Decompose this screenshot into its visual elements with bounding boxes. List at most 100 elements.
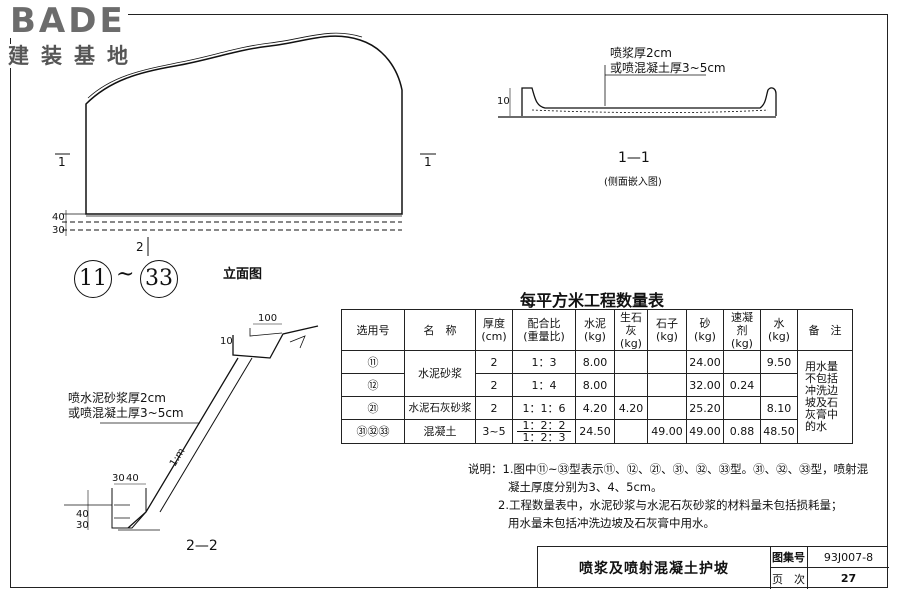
cell-name: 水泥砂浆 — [404, 350, 476, 397]
cell-ratio: 1：1：6 — [512, 396, 576, 420]
type-range-start: 11 — [74, 260, 112, 298]
table-header-row: 选用号 名 称 厚度 (cm) 配合比 (重量比) 水泥 (kg) 生石 灰 (… — [341, 309, 853, 351]
section-mark-right: 1 — [424, 155, 432, 169]
cell-stone — [647, 350, 687, 374]
page-label: 页 次 — [770, 568, 808, 589]
cell-ratio: 1：3 — [512, 350, 576, 374]
title-block: 喷浆及喷射混凝土护坡 图集号 93J007-8 页 次 27 — [537, 546, 889, 589]
section-2-2-title: 2—2 — [186, 538, 218, 554]
cell-ratio: 1：4 — [512, 373, 576, 397]
elevation-dim-40: 40 — [52, 212, 65, 223]
section-2-2-note-1: 喷水泥砂浆厚2cm — [68, 391, 166, 405]
section-2-2-top — [232, 325, 319, 359]
cell-cement: 8.00 — [575, 373, 615, 397]
ratio-line-1: 1：2：2 — [517, 420, 571, 432]
header-id: 选用号 — [341, 309, 405, 351]
cell-accelerator: 0.24 — [723, 373, 761, 397]
cell-accelerator: 0.88 — [723, 419, 761, 444]
brand-logo: BADE — [8, 1, 128, 41]
section-1-1 — [498, 65, 777, 118]
section-2-2-dim-v30: 30 — [76, 520, 89, 531]
cell-id: ⑫ — [341, 373, 405, 397]
atlas-label: 图集号 — [770, 547, 808, 568]
cell-id: ⑪ — [341, 350, 405, 374]
note-line-3: 2.工程数量表中，水泥砂浆与水泥石灰砂浆的材料量未包括损耗量； — [498, 498, 843, 512]
section-2-2 — [64, 323, 319, 531]
section-2-2-dim-30: 30 — [112, 473, 125, 484]
cell-cement: 24.50 — [575, 419, 615, 444]
cell-sand: 25.20 — [686, 396, 724, 420]
section-1-1-dim-10: 10 — [497, 96, 510, 107]
type-range-end: 33 — [140, 260, 178, 298]
elevation-title: 立面图 — [223, 267, 263, 282]
section-2-2-dim-10: 10 — [220, 336, 233, 347]
cell-lime: 4.20 — [614, 396, 648, 420]
brand-tagline: 建装基地 — [8, 44, 140, 68]
cell-cement: 4.20 — [575, 396, 615, 420]
header-name: 名 称 — [404, 309, 476, 351]
table-row: ㉛㉜㉝ 混凝土 3~5 1：2：2 1：2：3 24.50 49.00 49.0… — [341, 419, 853, 444]
cell-water: 8.10 — [760, 396, 798, 420]
cell-sand: 49.00 — [686, 419, 724, 444]
cell-stone: 49.00 — [647, 419, 687, 444]
section-1-1-subtitle: (侧面嵌入图) — [604, 177, 662, 188]
header-water: 水 (kg) — [760, 309, 798, 351]
header-lime: 生石 灰 (kg) — [614, 309, 648, 351]
section-1-1-note-1: 喷浆厚2cm — [610, 46, 672, 60]
drawing-frame — [10, 14, 888, 588]
page-value: 27 — [840, 572, 857, 585]
section-2-2-dim-v40: 40 — [76, 509, 89, 520]
header-ratio: 配合比 (重量比) — [512, 309, 576, 351]
quantity-table: 选用号 名 称 厚度 (cm) 配合比 (重量比) 水泥 (kg) 生石 灰 (… — [341, 309, 853, 444]
note-line-4: 用水量未包括冲洗边坡及石灰膏中用水。 — [508, 516, 715, 530]
cell-accelerator — [723, 350, 761, 374]
cell-remark: 用水量不包括冲洗边坡及石灰膏中的水 — [797, 350, 853, 444]
table-row: ⑪ 水泥砂浆 2 1：3 8.00 24.00 9.50 用水量不包括冲洗边坡及… — [341, 350, 853, 444]
cell-thickness: 2 — [475, 373, 513, 397]
cell-name: 混凝土 — [404, 419, 476, 444]
table-row: ㉑ 水泥石灰砂浆 2 1：1：6 4.20 4.20 25.20 8.10 — [341, 396, 853, 420]
elevation-view — [55, 32, 436, 256]
cell-sand: 24.00 — [686, 350, 724, 374]
cell-stone — [647, 373, 687, 397]
section-2-2-note-2: 或喷混凝土厚3~5cm — [68, 406, 184, 420]
cell-name: 水泥石灰砂浆 — [404, 396, 476, 420]
header-remark: 备 注 — [797, 309, 853, 351]
elevation-slope-profile-inner — [87, 32, 363, 99]
note-line-1: 说明：1.图中⑪~㉝型表示⑪、⑫、㉑、㉛、㉜、㉝型。㉛、㉜、㉝型，喷射混 — [468, 462, 869, 476]
cell-id: ㉑ — [341, 396, 405, 420]
cell-water: 9.50 — [760, 350, 798, 374]
cell-water: 48.50 — [760, 419, 798, 444]
cell-thickness: 3~5 — [475, 419, 513, 444]
cell-thickness: 2 — [475, 350, 513, 374]
drawing-title: 喷浆及喷射混凝土护坡 — [538, 547, 771, 589]
section-2-2-dim-100: 100 — [258, 313, 278, 324]
elevation-slope-profile — [85, 35, 403, 215]
cell-lime — [614, 419, 648, 444]
section-1-1-coat — [521, 87, 777, 116]
header-stone: 石子 (kg) — [647, 309, 687, 351]
cell-ratio: 1：2：2 1：2：3 — [512, 419, 576, 444]
section-mark-2: 2 — [136, 240, 144, 254]
type-range-separator: ~ — [116, 262, 135, 287]
cell-id: ㉛㉜㉝ — [341, 419, 405, 444]
cell-stone — [647, 396, 687, 420]
header-thickness: 厚度 (cm) — [475, 309, 513, 351]
header-accelerator: 速凝 剂 (kg) — [723, 309, 761, 351]
elevation-dim-30: 30 — [52, 225, 65, 236]
cell-water — [760, 373, 798, 397]
table-title: 每平方米工程数量表 — [520, 291, 665, 310]
ratio-line-2: 1：2：3 — [522, 431, 566, 444]
table-row: ⑫ 2 1：4 8.00 32.00 0.24 — [341, 373, 853, 397]
section-1-1-note-2: 或喷混凝土厚3~5cm — [610, 61, 726, 75]
section-mark-left: 1 — [58, 155, 66, 169]
header-sand: 砂 (kg) — [686, 309, 724, 351]
section-2-2-dim-40: 40 — [126, 473, 139, 484]
atlas-value: 93J007-8 — [808, 547, 889, 568]
cell-lime — [614, 373, 648, 397]
cell-cement: 8.00 — [575, 350, 615, 374]
section-2-2-slope — [127, 357, 239, 529]
header-cement: 水泥 (kg) — [575, 309, 615, 351]
note-line-2: 凝土厚度分别为3、4、5cm。 — [508, 480, 663, 494]
